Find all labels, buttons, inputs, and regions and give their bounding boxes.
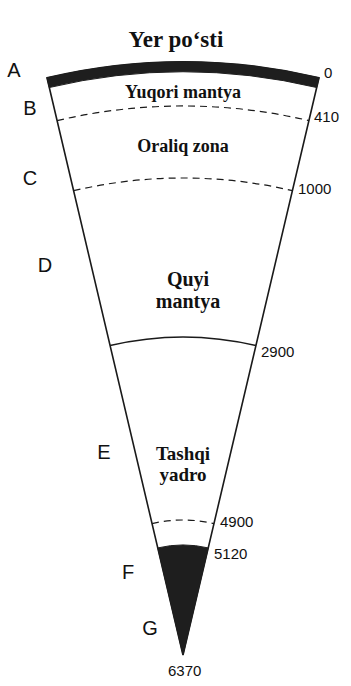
boundary-410 (57, 106, 309, 121)
upper-mantle-band: Yuqori mantya (125, 83, 241, 103)
depth-number: 4900 (220, 514, 253, 529)
outer-core-band: Tashqi yadro (146, 444, 220, 486)
layer-letter: A (7, 60, 20, 80)
depth-number: 410 (314, 109, 339, 124)
layer-letter: C (23, 168, 37, 188)
inner-core (158, 545, 208, 655)
depth-number: 2900 (261, 344, 294, 359)
depth-number: 6370 (168, 663, 201, 678)
depth-number: 1000 (298, 181, 331, 196)
layer-letter: G (142, 618, 158, 638)
layer-letter: E (97, 442, 110, 462)
layer-letter: F (122, 562, 134, 582)
crust-heading: Yer poʻsti (129, 27, 224, 52)
boundary-1000 (74, 178, 293, 191)
band-text: Yuqori mantya (125, 83, 241, 103)
band-text: Yer poʻsti (129, 27, 224, 52)
layer-letter: D (38, 255, 52, 275)
lower-mantle-band: Quyi mantya (145, 268, 231, 312)
layer-letter: B (23, 98, 36, 118)
wedge-outline (47, 62, 319, 655)
band-text: Quyi mantya (145, 268, 231, 312)
depth-number: 5120 (214, 546, 247, 561)
band-text: Tashqi yadro (146, 444, 220, 486)
boundary-2900 (110, 337, 256, 345)
transition-zone-band: Oraliq zona (137, 137, 229, 157)
depth-number: 0 (324, 65, 332, 80)
boundary-4900 (152, 520, 214, 524)
band-text: Oraliq zona (137, 137, 229, 157)
